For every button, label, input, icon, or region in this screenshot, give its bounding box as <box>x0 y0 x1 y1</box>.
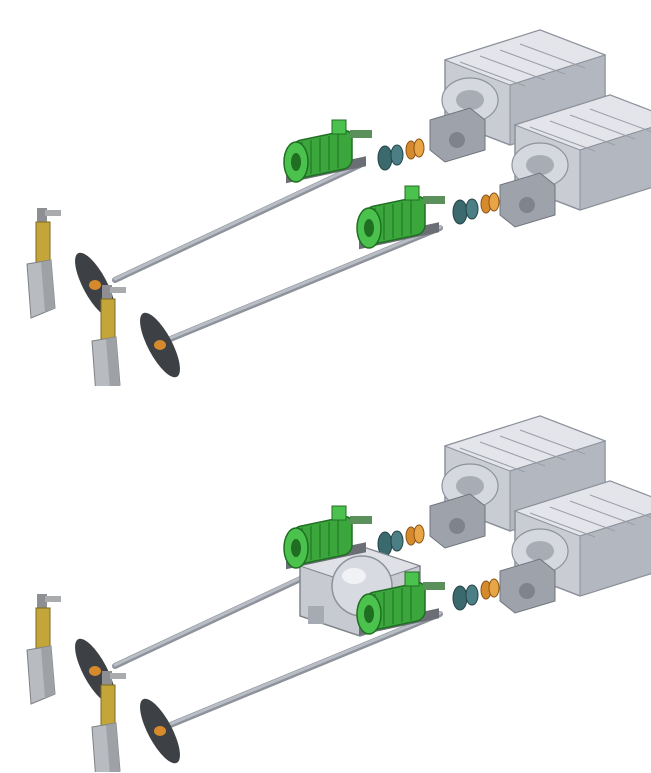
diesel-engine-starboard <box>499 480 651 614</box>
panel-top-drawing <box>26 29 651 386</box>
panel-bottom <box>0 386 651 772</box>
electric-motor-starboard <box>356 185 445 250</box>
shaft-coupling-port <box>377 524 425 557</box>
rudder-port <box>26 594 61 705</box>
shaft-coupling-port <box>377 138 425 171</box>
propeller-starboard <box>140 698 180 764</box>
rudder-starboard <box>91 285 126 386</box>
propeller-starboard <box>140 312 180 378</box>
electric-motor-port <box>283 119 372 184</box>
electric-motor-starboard <box>356 571 445 636</box>
rudder-starboard <box>91 671 126 772</box>
panel-bottom-drawing <box>26 415 651 772</box>
electric-motor-port <box>283 505 372 570</box>
panel-top <box>0 0 651 386</box>
shaft-coupling-starboard <box>452 192 500 225</box>
shaft-coupling-starboard <box>452 578 500 611</box>
diesel-engine-starboard <box>499 94 651 228</box>
rudder-port <box>26 208 61 319</box>
